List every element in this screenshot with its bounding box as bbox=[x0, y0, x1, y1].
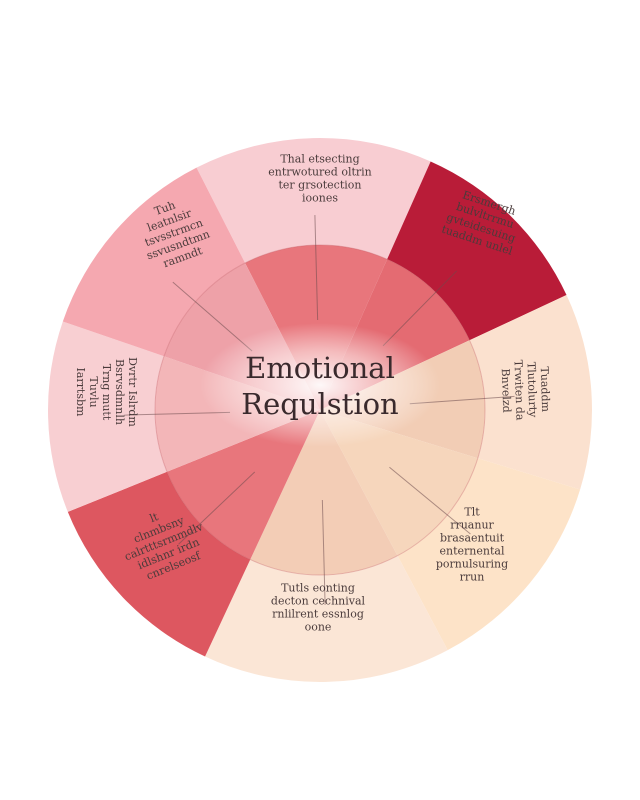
segment-label-line: Tuaddm bbox=[538, 366, 553, 412]
segment-label-line: Bsrvsdmnlh bbox=[113, 359, 126, 425]
segment-label-line: Tutls eonting bbox=[281, 582, 355, 595]
inner-ring-border bbox=[154, 244, 486, 576]
outer-segment-left bbox=[48, 321, 168, 512]
segment-label-line: Bnvelzd bbox=[499, 368, 514, 413]
diagram-title-line-2: Requlstion bbox=[241, 387, 398, 421]
outer-segment-bottom bbox=[205, 555, 448, 682]
segment-label-line: Trng mutt bbox=[100, 364, 113, 421]
outer-segment-bottom-right bbox=[397, 458, 581, 651]
segment-label-bottom-right: Tltrruanurbrasaentuitenternentalpornulsu… bbox=[436, 506, 508, 584]
center-glow bbox=[200, 323, 440, 447]
segment-label-line: Iarrtsbm bbox=[74, 368, 87, 418]
segment-label-line: Trwiten da bbox=[511, 360, 526, 421]
segment-label-line: pornulsuring bbox=[436, 558, 508, 571]
leader-line-top bbox=[314, 215, 319, 321]
outer-segment-right bbox=[469, 295, 592, 490]
outer-segment-bottom-left bbox=[67, 471, 251, 657]
outer-ring bbox=[48, 138, 592, 682]
segment-label-line: rruanur bbox=[450, 519, 494, 532]
outer-segment-top-left bbox=[62, 167, 246, 357]
inner-segment-bottom-left bbox=[167, 410, 320, 560]
leader-line-bottom bbox=[321, 499, 326, 605]
segment-label-line: Thal etsecting bbox=[280, 153, 359, 166]
leader-line-top-right bbox=[382, 270, 458, 347]
leader-lines bbox=[125, 215, 515, 605]
inner-segment-bottom-right bbox=[320, 410, 478, 556]
segment-label-line: entrwotured oltrin bbox=[268, 166, 372, 179]
outer-segment-top-right bbox=[387, 161, 567, 341]
leader-line-left bbox=[125, 411, 231, 416]
outer-segment-top bbox=[196, 138, 431, 263]
leader-line-bottom-left bbox=[178, 471, 256, 545]
segment-label-line: Tlt bbox=[464, 506, 480, 519]
segment-label-line: rnlilrent essnlog bbox=[272, 608, 364, 621]
leader-line-bottom-right bbox=[389, 466, 471, 535]
segment-label-line: Tlutolurty bbox=[525, 362, 540, 419]
segment-label-line: oone bbox=[305, 621, 332, 634]
segment-label-line: Tuvlu bbox=[87, 376, 100, 407]
segment-label-line: rrun bbox=[460, 571, 485, 584]
segment-label-line: Dvrtr Islrdm bbox=[126, 357, 139, 427]
segment-label-line: enternental bbox=[440, 545, 505, 558]
segment-label-line: ioones bbox=[302, 192, 338, 205]
diagram-title-line-1: Emotional bbox=[245, 351, 395, 385]
segment-label-line: ter grsotection bbox=[279, 179, 362, 192]
segment-label-line: brasaentuit bbox=[440, 532, 505, 545]
segment-label-line: decton cechnival bbox=[271, 595, 366, 608]
inner-segment-bottom bbox=[250, 410, 398, 575]
